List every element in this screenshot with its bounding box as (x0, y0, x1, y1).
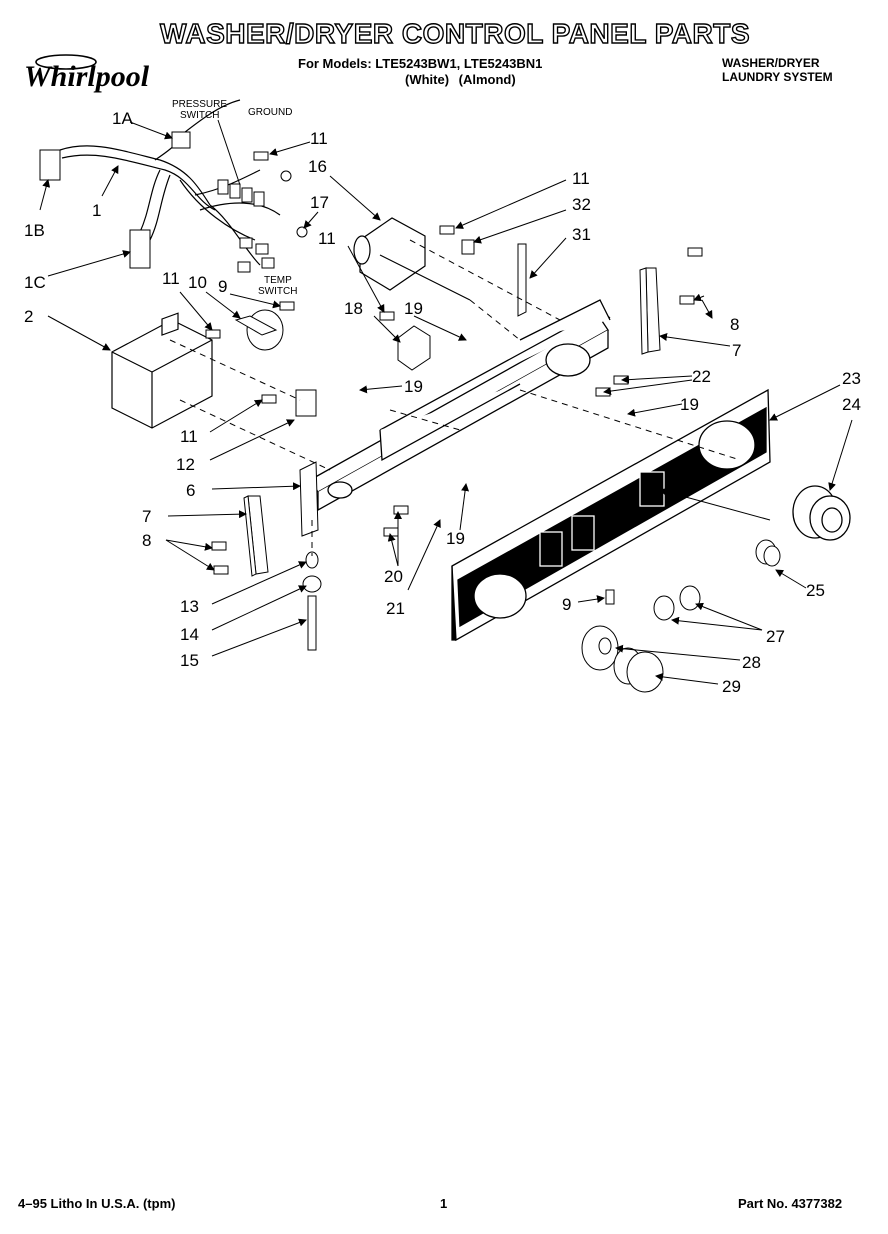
callout-8-left: 8 (142, 531, 151, 550)
callout-11-top: 11 (310, 129, 328, 148)
leader-lines (39, 121, 853, 685)
switch-part-10 (234, 309, 284, 351)
callout-19-b: 19 (404, 377, 423, 396)
callout-20: 20 (384, 567, 403, 586)
temp-switch-label-2: SWITCH (258, 286, 297, 297)
callout-21: 21 (386, 599, 405, 618)
knob-part-27 (653, 585, 701, 621)
knob-part-25 (755, 539, 781, 567)
callout-11-right: 11 (572, 169, 590, 188)
temp-switch-terminals (237, 237, 275, 273)
callout-25: 25 (806, 581, 825, 600)
callout-24: 24 (842, 395, 861, 414)
side-rail-left (243, 495, 269, 577)
callout-8-right: 8 (730, 315, 739, 334)
colors-line: (White) (Almond) (405, 72, 516, 87)
callout-15: 15 (180, 651, 199, 670)
callout-2: 2 (24, 307, 33, 326)
callout-9-bottom: 9 (562, 595, 571, 614)
whirlpool-logo: Whirlpool (18, 46, 178, 96)
callout-19-a: 19 (404, 299, 423, 318)
part-number: Part No. 4377382 (738, 1196, 843, 1211)
callout-19-c: 19 (680, 395, 699, 414)
side-rail-right (639, 267, 661, 355)
page-number: 1 (440, 1196, 448, 1211)
callout-1: 1 (92, 201, 101, 220)
switch-part-18 (397, 325, 431, 371)
system-line-1: WASHER/DRYER (722, 56, 820, 70)
callouts: 1A 1 1B 1C 2 11 16 17 11 10 9 11 18 19 1… (24, 109, 861, 696)
callout-1b: 1B (24, 221, 45, 240)
system-label: WASHER/DRYER LAUNDRY SYSTEM (722, 56, 833, 84)
front-control-panel (451, 388, 771, 642)
bracket-part-31 (517, 243, 527, 317)
callout-1c: 1C (24, 273, 46, 292)
callout-16: 16 (308, 157, 327, 176)
callout-31: 31 (572, 225, 591, 244)
callout-29: 29 (722, 677, 741, 696)
harness-connector-1a (171, 131, 191, 149)
temp-switch-label-1: TEMP (264, 275, 292, 286)
pressure-switch-leader (217, 119, 241, 186)
bracket-part-6 (299, 461, 319, 537)
callout-22: 22 (692, 367, 711, 386)
pressure-switch-label-1: PRESSURE (172, 99, 227, 110)
assembly-lines (169, 239, 741, 556)
callout-1a: 1A (112, 109, 133, 128)
pressure-switch-label-2: SWITCH (180, 110, 219, 121)
clip-part-32 (461, 239, 475, 255)
callout-10: 10 (188, 273, 207, 292)
control-panel-frame (309, 299, 611, 512)
part-2-module (111, 312, 213, 429)
knob-part-28 (581, 625, 619, 671)
callout-11-mid: 11 (318, 229, 336, 248)
callout-11-low: 11 (180, 427, 198, 446)
knob-part-29 (613, 647, 664, 693)
callout-13: 13 (180, 597, 199, 616)
callout-11-left: 11 (162, 269, 180, 288)
callout-12: 12 (176, 455, 195, 474)
callout-28: 28 (742, 653, 761, 672)
brand-name: Whirlpool (24, 60, 150, 93)
page-title: WASHER/DRYER CONTROL PANEL PARTS (159, 17, 751, 49)
knob-part-24 (792, 485, 851, 541)
timer-part-16 (353, 217, 471, 301)
callout-17: 17 (310, 193, 329, 212)
ground-label: GROUND (248, 107, 292, 118)
models-line: For Models: LTE5243BW1, LTE5243BN1 (298, 56, 543, 71)
callout-19-d: 19 (446, 529, 465, 548)
callout-7-left: 7 (142, 507, 151, 526)
callout-6: 6 (186, 481, 195, 500)
callout-27: 27 (766, 627, 785, 646)
wire-harness (59, 99, 281, 266)
callout-7-right: 7 (732, 341, 741, 360)
harness-connector-1b (39, 149, 61, 181)
callout-18: 18 (344, 299, 363, 318)
part-12-bracket (295, 389, 317, 417)
pressure-switch-terminals (217, 179, 265, 207)
system-line-2: LAUNDRY SYSTEM (722, 70, 833, 84)
parts-diagram: PRESSURE SWITCH GROUND TEMP SWITCH (24, 99, 861, 696)
callout-32: 32 (572, 195, 591, 214)
callout-14: 14 (180, 625, 199, 644)
leveling-parts (302, 551, 322, 651)
print-info: 4–95 Litho In U.S.A. (tpm) (18, 1196, 176, 1211)
harness-connector-1c (129, 229, 151, 269)
logo-swirl-icon (35, 54, 97, 70)
callout-9-top: 9 (218, 277, 227, 296)
callout-23: 23 (842, 369, 861, 388)
